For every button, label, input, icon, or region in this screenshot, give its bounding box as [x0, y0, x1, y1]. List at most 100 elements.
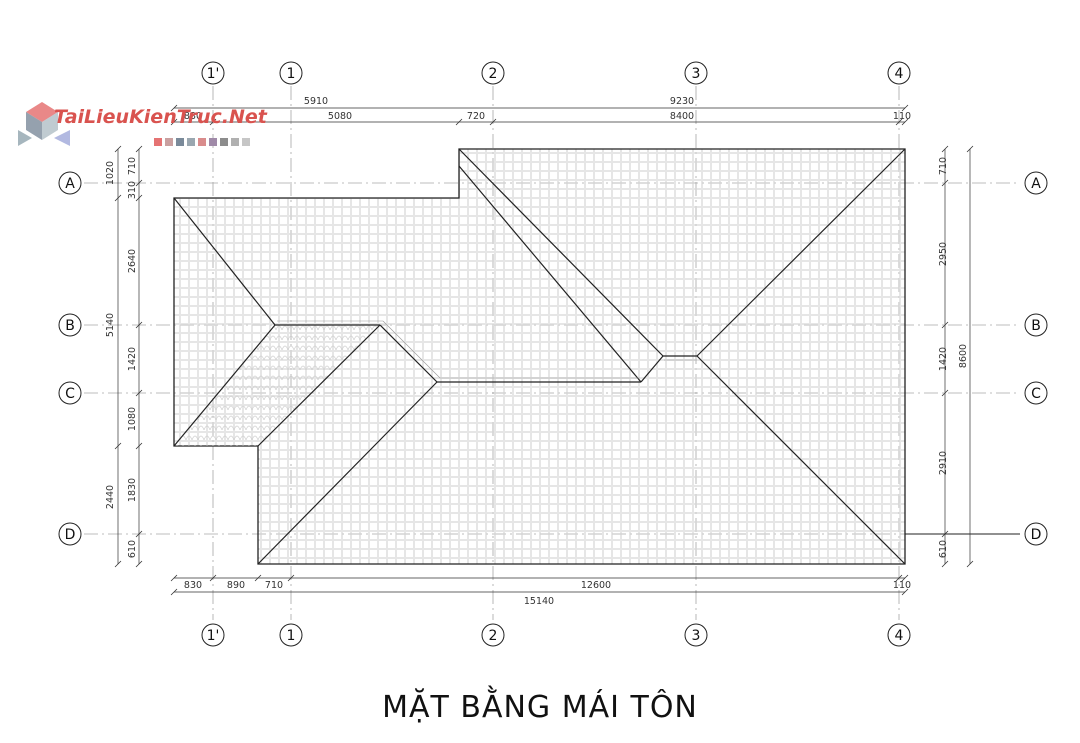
- dimension-tick: [135, 442, 143, 450]
- dimension-tick: [901, 574, 909, 582]
- dim-right-outer: 8600: [958, 344, 969, 368]
- dimension-tick: [170, 104, 178, 112]
- bubble-bottom: 1' 1 2 3 4: [201, 623, 911, 647]
- logo-swatch: [242, 138, 250, 146]
- logo-swatch: [231, 138, 239, 146]
- logo-swatch: [220, 138, 228, 146]
- valley-line: [173, 324, 276, 447]
- dim-top-1: 9230: [670, 96, 694, 107]
- dimension-tick: [135, 530, 143, 538]
- dim-right-inner: 1420: [938, 347, 949, 371]
- dimension-tick: [941, 321, 949, 329]
- hip-line: [696, 355, 906, 565]
- roof-lines: [173, 148, 906, 565]
- grid-bubbles: 1' 1 2 3 4 1' 1 2 3 4 A B: [58, 61, 1048, 647]
- dim-left-outer: 5140: [105, 313, 116, 337]
- dimension-tick: [170, 574, 178, 582]
- dimension-tick: [287, 574, 295, 582]
- dim-bottom-2: 15140: [524, 596, 554, 607]
- dim-left-inner: 1080: [127, 407, 138, 431]
- dim-top-2: 110: [893, 111, 911, 122]
- dim-left-inner: 1830: [127, 478, 138, 502]
- dimension-tick: [489, 118, 497, 126]
- dim-bottom-1: 890: [227, 580, 245, 591]
- dim-top-2: 5080: [328, 111, 352, 122]
- dimension-tick: [135, 389, 143, 397]
- logo-cube-icon: [18, 102, 70, 146]
- dim-bottom-1: 12600: [581, 580, 611, 591]
- dim-bottom-1: 830: [184, 580, 202, 591]
- grid-label-top: 1': [207, 66, 220, 82]
- hip-line: [458, 148, 664, 357]
- dim-bottom-1: 710: [265, 580, 283, 591]
- dim-left-inner: 710: [127, 157, 138, 175]
- dimension-tick: [901, 588, 909, 596]
- grid-label-top: 1: [287, 66, 296, 82]
- dim-top-2: 830: [184, 111, 202, 122]
- dimension-tick: [901, 104, 909, 112]
- roof-lines-offset: [277, 320, 697, 379]
- dimension-tick: [135, 145, 143, 153]
- bubble-left: A B C D: [58, 171, 82, 546]
- dimension-tick: [135, 321, 143, 329]
- grid-label-right: B: [1031, 318, 1041, 334]
- dimension-ticks: [114, 104, 974, 596]
- dimension-tick: [170, 118, 178, 126]
- dimension-tick: [941, 389, 949, 397]
- valley-tile-area: [174, 325, 380, 446]
- dim-right-inner: 2910: [938, 451, 949, 475]
- dim-right-inner: 610: [938, 540, 949, 558]
- hip-line: [173, 197, 276, 326]
- dim-left-inner: 610: [127, 540, 138, 558]
- logo-swatch: [154, 138, 162, 146]
- grid-label-left: C: [65, 386, 75, 402]
- dimension-tick: [114, 442, 122, 450]
- grid-label-right: A: [1031, 176, 1041, 192]
- dim-left-outer: 1020: [105, 161, 116, 185]
- dim-left-inner: 1420: [127, 347, 138, 371]
- logo-swatch: [209, 138, 217, 146]
- watermark-logo: TaiLieuKienTruc.Net: [14, 100, 267, 160]
- dimension-tick: [135, 179, 143, 187]
- valley-line: [458, 165, 642, 383]
- dimension-tick: [135, 560, 143, 568]
- grid-label-right: C: [1031, 386, 1041, 402]
- grid-label-top: 2: [489, 66, 498, 82]
- dimension-tick: [941, 530, 949, 538]
- logo-swatch: [165, 138, 173, 146]
- logo-swatch: [198, 138, 206, 146]
- dimension-tick: [941, 145, 949, 153]
- dim-top-2: 720: [467, 111, 485, 122]
- dim-right-inner: 2950: [938, 242, 949, 266]
- dimension-tick: [135, 194, 143, 202]
- dim-left-inner: 2640: [127, 249, 138, 273]
- grid-label-left: A: [65, 176, 75, 192]
- grid-label-top: 3: [692, 66, 701, 82]
- logo-swatch: [176, 138, 184, 146]
- bubble-top: 1' 1 2 3 4: [201, 61, 911, 85]
- dimension-tick: [254, 574, 262, 582]
- grid-label-bottom: 4: [895, 628, 904, 644]
- dimension-tick: [114, 194, 122, 202]
- dim-right-inner: 710: [938, 157, 949, 175]
- grid-label-left: B: [65, 318, 75, 334]
- grid-label-left: D: [65, 527, 76, 543]
- dimension-lines: [117, 107, 971, 593]
- dimension-tick: [966, 145, 974, 153]
- valley-line: [640, 355, 664, 383]
- logo-text: TaiLieuKienTruc.Net: [54, 106, 267, 128]
- dimension-tick: [941, 179, 949, 187]
- dim-top-1: 5910: [304, 96, 328, 107]
- grid-label-right: D: [1031, 527, 1042, 543]
- dim-bottom-1: 110: [893, 580, 911, 591]
- bubble-right: A B C D: [1024, 171, 1048, 546]
- dimension-tick: [895, 118, 903, 126]
- dimension-tick: [114, 560, 122, 568]
- grid-label-bottom: 1': [207, 628, 220, 644]
- dimension-tick: [455, 118, 463, 126]
- dimension-tick: [209, 574, 217, 582]
- dimension-labels: 5910 9230 830 5080 720 8400 110 830 890 …: [105, 96, 969, 607]
- logo-swatch: [187, 138, 195, 146]
- dimension-tick: [901, 118, 909, 126]
